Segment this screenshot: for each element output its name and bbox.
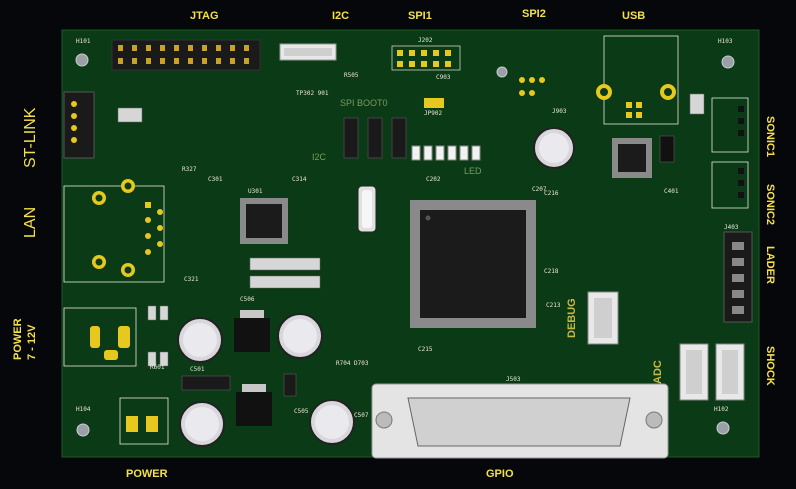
shock-connector xyxy=(715,343,745,401)
lan-label: LAN xyxy=(22,206,39,238)
refdes-c505: C505 xyxy=(294,408,309,415)
refdes-c401: C401 xyxy=(664,188,679,195)
i2c-label: I2C xyxy=(332,10,350,22)
i2c-connector xyxy=(279,43,337,61)
power-range-label: 7 - 12V xyxy=(26,324,38,360)
refdes-c506: C506 xyxy=(240,296,255,303)
refdes-c213: C213 xyxy=(546,302,561,309)
db25-connector-icon xyxy=(371,383,669,459)
sonic2-connector xyxy=(711,161,749,209)
shock-label: SHOCK xyxy=(764,346,776,386)
led-text: LED xyxy=(464,166,482,176)
rj45-connector-icon xyxy=(63,179,165,283)
st-link-connector xyxy=(63,91,95,159)
refdes-r505: R505 xyxy=(344,72,359,79)
lader-label: LADER xyxy=(764,246,776,284)
voltage-regulator-icon xyxy=(234,310,272,426)
refdes-r601: R601 xyxy=(150,364,165,371)
refdes-h104: H104 xyxy=(76,406,91,413)
refdes-h102: H102 xyxy=(714,406,729,413)
refdes-c202: C202 xyxy=(426,176,441,183)
sonic1-connector xyxy=(711,97,749,153)
refdes-jp902: JP902 xyxy=(424,110,443,117)
refdes-c501: C501 xyxy=(190,366,205,373)
refdes-c321: C321 xyxy=(184,276,199,283)
i2c-small-text: I2C xyxy=(312,152,327,162)
refdes-j503: J503 xyxy=(506,376,521,383)
refdes-c218: C218 xyxy=(544,268,559,275)
lader-connector xyxy=(723,231,753,323)
power-terminal xyxy=(119,397,169,445)
refdes-c207: C207 xyxy=(532,186,547,193)
refdes-c216: C216 xyxy=(544,190,559,197)
led-row xyxy=(411,145,481,161)
usb-connector-icon xyxy=(596,35,679,125)
refdes-r327: R327 xyxy=(182,166,197,173)
refdes-c314: C314 xyxy=(292,176,307,183)
usb-label: USB xyxy=(622,10,646,22)
refdes-j403: J403 xyxy=(724,224,739,231)
crystal-oscillator-icon xyxy=(357,185,377,233)
refdes-j202: J202 xyxy=(418,37,433,44)
refdes-r704: R704 D703 xyxy=(336,360,369,367)
boot-jumpers xyxy=(343,117,407,159)
power-jack xyxy=(63,307,137,367)
usb-chip xyxy=(612,138,652,178)
debug-connector xyxy=(587,291,619,345)
spi2-pads xyxy=(519,77,545,96)
jtag-header xyxy=(111,39,261,71)
adc-label: ADC xyxy=(652,360,664,384)
ethernet-phy-chip xyxy=(240,198,288,244)
adc-connector xyxy=(679,343,709,401)
debug-label: DEBUG xyxy=(566,298,578,338)
power-side-label: POWER xyxy=(12,318,24,360)
mounting-hole-icon xyxy=(75,53,735,437)
refdes-h103: H103 xyxy=(718,38,733,45)
sonic2-label: SONIC2 xyxy=(764,184,776,225)
st-link-label: ST-LINK xyxy=(22,107,39,168)
mcu-chip xyxy=(410,200,536,328)
spi1-header xyxy=(391,45,461,71)
refdes-c301: C301 xyxy=(208,176,223,183)
refdes-u301: U301 xyxy=(248,188,263,195)
electrolytic-capacitor-icon xyxy=(177,127,575,447)
spi2-label: SPI2 xyxy=(522,8,546,20)
gpio-label: GPIO xyxy=(486,468,514,480)
spi1-label: SPI1 xyxy=(408,10,432,22)
refdes-c903: C903 xyxy=(436,74,451,81)
refdes-j903: J903 xyxy=(552,108,567,115)
spi-boot-text: SPI BOOT0 xyxy=(340,98,388,108)
refdes-c215: C215 xyxy=(418,346,433,353)
power-bottom-label: POWER xyxy=(126,468,168,480)
refdes-h101: H101 xyxy=(76,38,91,45)
smd-components xyxy=(117,93,705,397)
refdes-c507: C507 xyxy=(354,412,369,419)
sonic1-label: SONIC1 xyxy=(764,116,776,157)
jtag-label: JTAG xyxy=(190,10,219,22)
refdes-tp302: TP302 901 xyxy=(296,90,329,97)
jumper-pad xyxy=(424,98,444,108)
